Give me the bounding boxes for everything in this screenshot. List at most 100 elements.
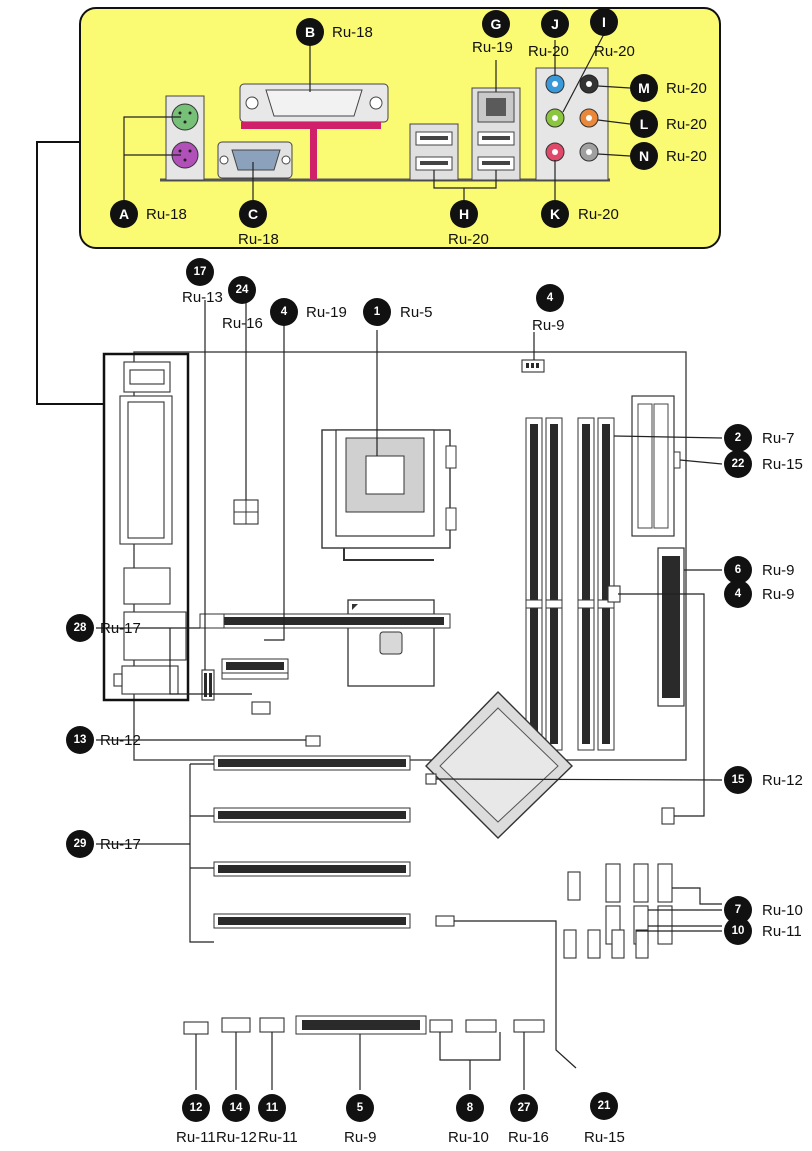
callout-10: 10 Ru-11 [724, 917, 802, 945]
svg-text:Ru-20: Ru-20 [666, 116, 707, 133]
svg-text:Ru-9: Ru-9 [762, 586, 795, 603]
red-strip [241, 122, 381, 129]
ref-28: Ru-17 [100, 620, 141, 637]
svg-text:11: 11 [266, 1102, 279, 1114]
svg-text:A: A [119, 206, 129, 222]
ide-connector [657, 547, 685, 707]
chipset-northbridge [347, 599, 435, 687]
callout-4-right: 4 Ru-9 [724, 580, 795, 608]
io-panel-leaders [123, 33, 631, 208]
svg-text:Ru-12: Ru-12 [762, 772, 803, 789]
svg-text:Ru-9: Ru-9 [344, 1129, 377, 1146]
southbridge-heatsink [425, 691, 573, 839]
svg-text:1: 1 [374, 306, 381, 318]
motherboard [102, 351, 687, 1035]
callout-2: 2 Ru-7 [724, 424, 795, 452]
svg-text:Ru-10: Ru-10 [448, 1129, 489, 1146]
svg-text:Ru-20: Ru-20 [666, 80, 707, 97]
svg-text:15: 15 [732, 774, 745, 786]
svg-text:7: 7 [735, 904, 741, 916]
callout-14: 14 Ru-12 [216, 1094, 257, 1146]
callout-G: G Ru-19 [472, 10, 513, 56]
svg-text:22: 22 [732, 458, 745, 470]
svg-text:M: M [638, 80, 650, 96]
svg-text:G: G [491, 16, 502, 32]
callout-B: B Ru-18 [296, 18, 373, 46]
callout-L: L Ru-20 [630, 110, 707, 138]
callout-N: N Ru-20 [630, 142, 707, 170]
parallel-port [239, 83, 389, 180]
svg-text:C: C [248, 206, 258, 222]
pci-slots [213, 755, 411, 929]
ref-13: Ru-12 [100, 732, 141, 749]
svg-text:Ru-20: Ru-20 [528, 43, 569, 60]
svg-text:Ru-11: Ru-11 [176, 1129, 216, 1146]
io-panel [79, 7, 721, 249]
callout-K: K Ru-20 [541, 200, 619, 228]
svg-text:Ru-12: Ru-12 [216, 1129, 257, 1146]
floppy-connector [295, 1015, 427, 1035]
callout-11: 11 Ru-11 [258, 1094, 298, 1146]
svg-text:Ru-5: Ru-5 [400, 304, 433, 321]
svg-text:28: 28 [74, 622, 87, 634]
svg-text:Ru-20: Ru-20 [448, 231, 489, 248]
svg-text:Ru-11: Ru-11 [258, 1129, 298, 1146]
svg-text:Ru-15: Ru-15 [762, 456, 803, 473]
callout-27: 27 Ru-16 [508, 1094, 549, 1146]
ref-29: Ru-17 [100, 836, 141, 853]
callout-C: C Ru-18 [238, 200, 279, 248]
serial-port [217, 141, 293, 179]
svg-text:Ru-16: Ru-16 [508, 1129, 549, 1146]
svg-text:J: J [551, 16, 559, 32]
lan-usb-stack [471, 87, 521, 181]
svg-text:2: 2 [735, 432, 741, 444]
svg-text:14: 14 [230, 1102, 243, 1114]
callout-21: 21 Ru-15 [584, 1092, 625, 1146]
callout-M: M Ru-20 [630, 74, 707, 102]
callout-4-cpu-fan-system: 4 Ru-19 [270, 298, 347, 326]
svg-text:I: I [602, 14, 606, 30]
svg-text:Ru-18: Ru-18 [146, 206, 187, 223]
panel-to-board-bracket [36, 141, 104, 405]
svg-text:Ru-20: Ru-20 [666, 148, 707, 165]
atx-12v-connector [233, 499, 259, 525]
callout-28: 28 Ru-17 Ru-17 [66, 614, 94, 642]
svg-text:6: 6 [735, 564, 741, 576]
callout-22: 22 Ru-15 [724, 450, 803, 478]
svg-text:Ru-9: Ru-9 [532, 317, 565, 334]
atx-24pin-connector [631, 395, 681, 537]
svg-text:4: 4 [735, 588, 742, 600]
svg-text:5: 5 [357, 1102, 364, 1114]
svg-text:24: 24 [236, 284, 249, 296]
callout-24: 24 Ru-16 [222, 276, 263, 332]
svg-text:8: 8 [467, 1102, 474, 1114]
svg-text:Ru-20: Ru-20 [594, 43, 635, 60]
usb-ports-left [409, 123, 459, 181]
svg-text:B: B [305, 24, 315, 40]
callout-29: 29 [66, 830, 94, 858]
svg-text:K: K [550, 206, 560, 222]
svg-text:H: H [459, 206, 469, 222]
callout-A: A Ru-18 [110, 200, 187, 228]
svg-text:Ru-20: Ru-20 [578, 206, 619, 223]
svg-text:4: 4 [281, 306, 288, 318]
board-leaders [96, 300, 723, 1090]
svg-text:Ru-9: Ru-9 [762, 562, 795, 579]
cpu-socket [321, 429, 457, 561]
svg-text:12: 12 [190, 1102, 203, 1114]
svg-text:29: 29 [74, 838, 87, 850]
svg-text:N: N [639, 148, 649, 164]
dimm-slots [525, 417, 615, 751]
svg-text:4: 4 [547, 292, 554, 304]
callout-4-top: 4 Ru-9 [532, 284, 565, 334]
svg-text:21: 21 [598, 1100, 611, 1112]
callout-7: 7 Ru-10 [724, 896, 803, 924]
svg-text:Ru-11: Ru-11 [762, 923, 802, 940]
callout-8: 8 Ru-10 [448, 1094, 489, 1146]
callout-13: 13 [66, 726, 94, 754]
svg-text:Ru-19: Ru-19 [306, 304, 347, 321]
svg-text:13: 13 [74, 734, 87, 746]
svg-text:27: 27 [518, 1102, 531, 1114]
pcie-x16-slot [199, 613, 451, 629]
